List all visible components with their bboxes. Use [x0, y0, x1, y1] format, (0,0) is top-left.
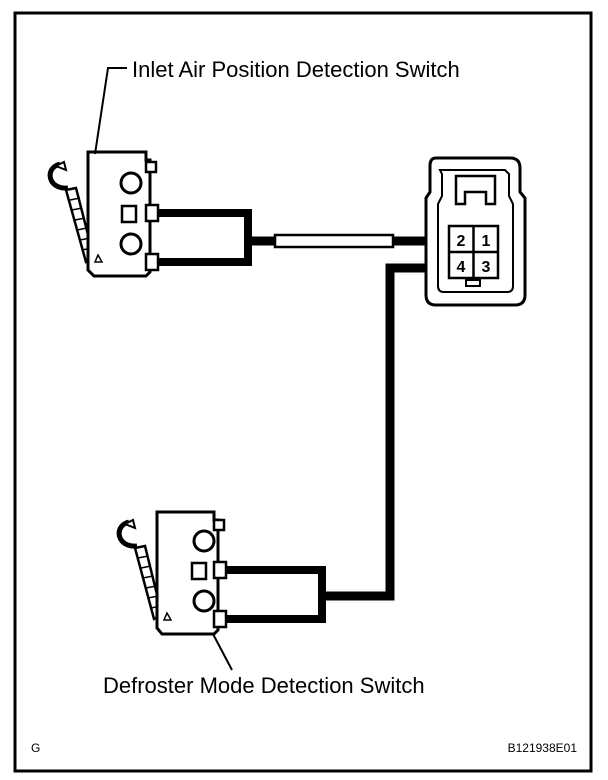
defroster-switch-mark: [162, 611, 173, 621]
inlet-switch-upper-hole: [119, 171, 143, 195]
defroster-switch-lower-hole: [192, 589, 216, 613]
wire-sleeve: [273, 233, 395, 249]
inlet-switch-terminal-upper: [120, 204, 138, 224]
connector-key-notch: [465, 279, 481, 287]
inlet-switch-label: Inlet Air Position Detection Switch: [132, 57, 460, 82]
corner-letter: G: [31, 741, 40, 755]
wire-harness: [158, 209, 428, 623]
connector: [424, 156, 527, 307]
defroster-switch-top-nub: [212, 518, 226, 532]
figure-frame: [13, 11, 593, 773]
connector-pin-2: 2: [457, 233, 466, 250]
inlet-switch-mark: [93, 253, 104, 263]
defroster-switch-lever-hatch: [137, 555, 162, 609]
defroster-switch-terminal-upper-b: [212, 560, 228, 580]
inlet-switch-roller-tip: [53, 160, 68, 172]
defroster-switch-leader: [212, 633, 233, 671]
inlet-switch-lower-hole: [119, 232, 143, 256]
inlet-switch-terminal-lower: [144, 252, 160, 272]
inlet-switch-lever-hatch: [69, 197, 93, 251]
inlet-switch-top-nub: [144, 160, 158, 174]
defroster-switch-terminal-upper: [190, 561, 208, 581]
connector-lock-tab: [454, 174, 497, 206]
defroster-wire-route: [322, 263, 428, 601]
connector-pin-1: 1: [482, 233, 491, 250]
connector-pin-3: 3: [482, 259, 491, 276]
inlet-switch: [47, 150, 160, 278]
inlet-switch-terminal-upper-b: [144, 203, 160, 223]
figure-code: B121938E01: [508, 741, 578, 755]
defroster-switch: [116, 510, 228, 636]
connector-inner-outline: [437, 169, 514, 293]
connector-pin-4: 4: [457, 259, 466, 276]
defroster-switch-roller-tip: [122, 518, 137, 530]
defroster-switch-upper-hole: [192, 529, 216, 553]
leader-lines: [94, 67, 233, 671]
inlet-switch-leader: [94, 67, 127, 155]
defroster-switch-label: Defroster Mode Detection Switch: [103, 673, 425, 698]
defroster-switch-terminal-lower: [212, 609, 228, 629]
